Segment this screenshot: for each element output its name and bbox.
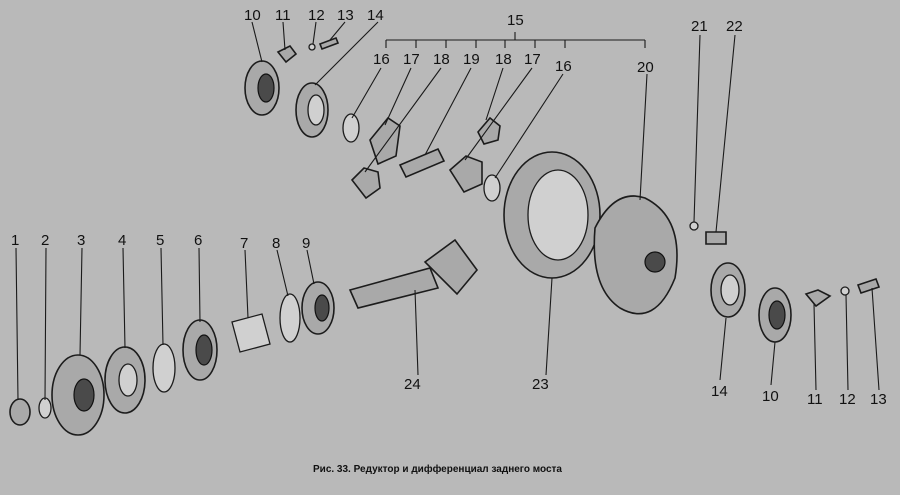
part-bearing-6-inner <box>195 334 213 366</box>
label-12-top: 12 <box>308 7 325 24</box>
label-3: 3 <box>77 232 85 249</box>
part-washer-5 <box>152 343 176 393</box>
label-16a: 16 <box>373 51 390 68</box>
figure-caption: Рис. 33. Редуктор и дифференциал заднего… <box>313 463 562 475</box>
label-4: 4 <box>118 232 126 249</box>
part-pinion-gear-18a <box>350 167 381 200</box>
part-washer-right <box>840 286 850 296</box>
part-thrust-washer-16b <box>483 174 501 202</box>
part-thrust-washer-16a <box>342 113 360 143</box>
label-8: 8 <box>272 235 280 252</box>
label-13-top: 13 <box>337 7 354 24</box>
label-12-right: 12 <box>839 391 856 408</box>
label-9: 9 <box>302 235 310 252</box>
part-bolt-top <box>318 36 340 51</box>
part-pinion-gear-18b <box>477 116 501 145</box>
label-18b: 18 <box>495 51 512 68</box>
label-13-right: 13 <box>870 391 887 408</box>
label-17a: 17 <box>403 51 420 68</box>
label-7: 7 <box>240 235 248 252</box>
label-24: 24 <box>404 376 421 393</box>
part-oil-seal-bore <box>118 363 138 397</box>
part-pinion-shaft-19 <box>398 147 446 179</box>
label-19: 19 <box>463 51 480 68</box>
part-lock-plate-top <box>276 44 298 64</box>
label-1: 1 <box>11 232 19 249</box>
callout-labels: 10 11 12 13 14 15 16 17 18 19 18 17 16 2… <box>11 7 887 408</box>
part-case-hub <box>644 251 666 273</box>
label-16b: 16 <box>555 58 572 75</box>
label-17b: 17 <box>524 51 541 68</box>
part-differential-case-20 <box>593 195 678 315</box>
label-23: 23 <box>532 376 549 393</box>
label-20: 20 <box>637 59 654 76</box>
part-drive-pinion-gear <box>423 238 479 296</box>
part-washer-21 <box>689 221 699 231</box>
part-ring-gear-bore <box>527 169 589 261</box>
part-spacer-7 <box>231 313 271 353</box>
label-10-right: 10 <box>762 388 779 405</box>
label-18a: 18 <box>433 51 450 68</box>
label-10-top: 10 <box>244 7 261 24</box>
label-21: 21 <box>691 18 708 35</box>
part-washer-top <box>308 43 316 51</box>
label-5: 5 <box>156 232 164 249</box>
part-lock-plate-right <box>804 289 832 308</box>
leader-lines <box>15 21 880 401</box>
label-22: 22 <box>726 18 743 35</box>
part-washer-2 <box>38 397 52 419</box>
label-11-top: 11 <box>275 7 291 24</box>
part-bearing-right-inner <box>720 274 740 306</box>
parts <box>9 36 881 436</box>
label-11-right: 11 <box>807 391 823 408</box>
part-bearing-nut-right-hole <box>768 300 786 330</box>
part-drive-pinion-shaft-24 <box>348 267 440 309</box>
part-shim-8 <box>279 293 301 343</box>
part-side-gear-17b <box>448 155 483 194</box>
part-flange-nut-1 <box>9 398 31 426</box>
label-15: 15 <box>507 12 524 29</box>
label-6: 6 <box>194 232 202 249</box>
part-bolt-right <box>856 277 881 295</box>
part-bearing-9-inner <box>314 294 330 322</box>
label-2: 2 <box>41 232 49 249</box>
part-bearing-nut-top-hole <box>257 73 275 103</box>
part-bearing-top-inner <box>307 94 325 126</box>
part-bolt-22 <box>705 231 727 245</box>
part-side-gear-17a <box>369 116 401 166</box>
label-14-top: 14 <box>367 7 384 24</box>
part-flange-bore <box>73 378 95 412</box>
label-14-right: 14 <box>711 383 728 400</box>
